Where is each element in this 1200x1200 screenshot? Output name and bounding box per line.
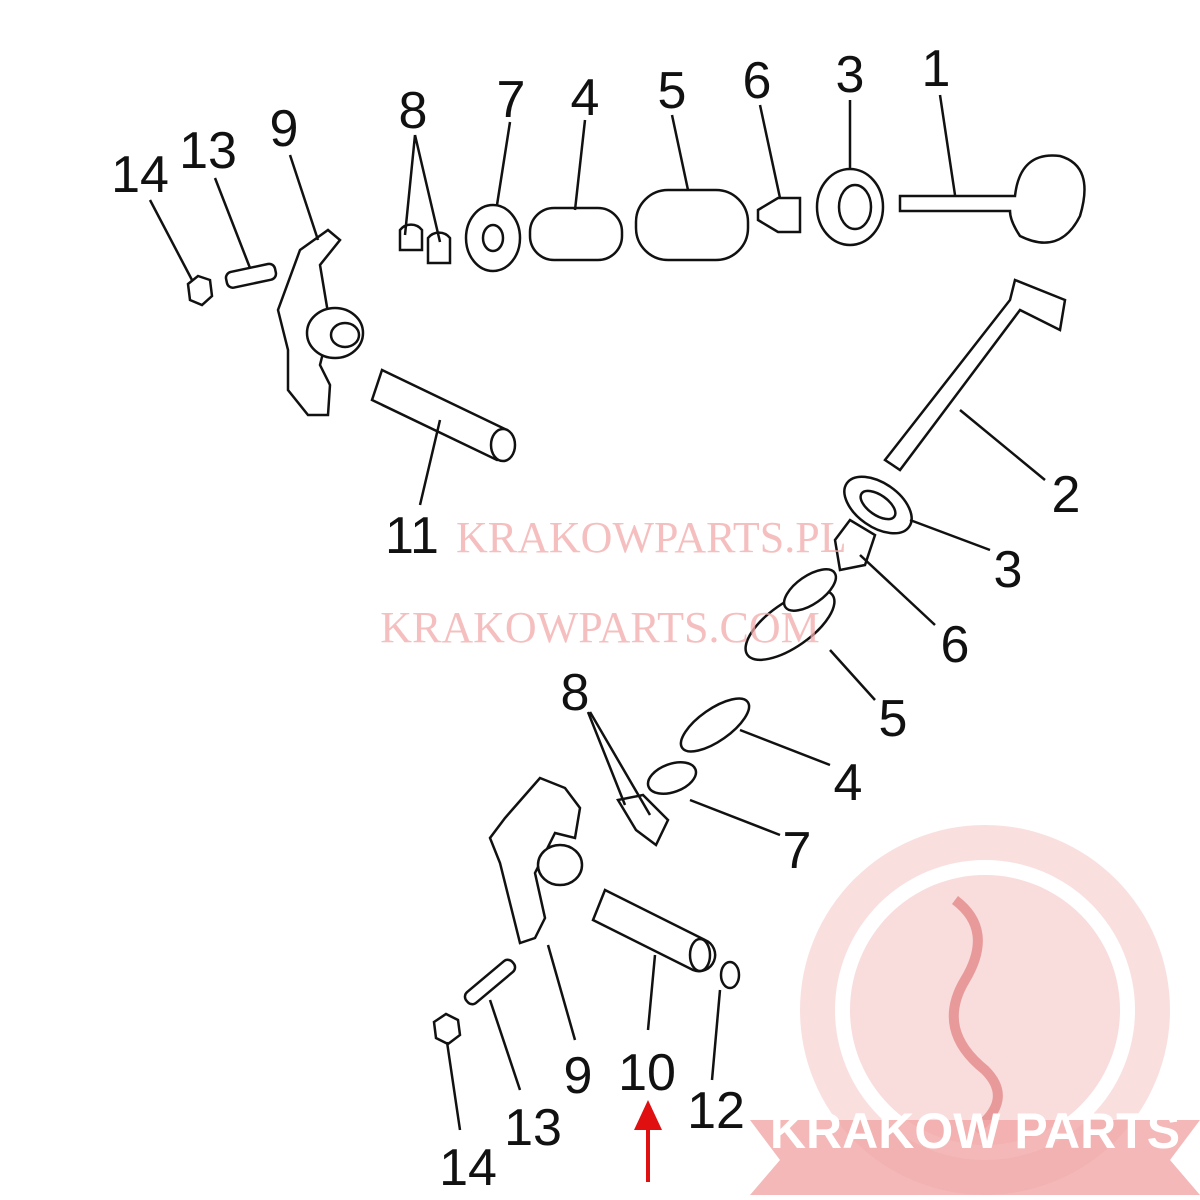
watermark-com: KRAKOWPARTS.COM <box>380 603 819 652</box>
leader-lines <box>148 94 1046 1131</box>
callout-11: 11 <box>385 507 439 565</box>
callout-8-lower: 8 <box>561 664 590 722</box>
highlight-arrow-icon <box>634 1100 662 1182</box>
callout-14-upper: 14 <box>111 146 169 204</box>
callout-3-right: 3 <box>994 541 1023 599</box>
callout-5-right: 5 <box>879 690 908 748</box>
callout-7-right: 7 <box>783 822 812 880</box>
callout-6-upper: 6 <box>743 52 772 110</box>
upper-assembly <box>186 154 1086 463</box>
callout-2: 2 <box>1052 466 1081 524</box>
callout-4-right: 4 <box>834 754 863 812</box>
callout-9-upper: 9 <box>270 100 299 158</box>
logo-text: KRAKOW PARTS <box>770 1103 1180 1159</box>
callout-12: 12 <box>687 1082 745 1140</box>
callout-7-upper: 7 <box>497 71 526 129</box>
lower-assembly <box>432 776 741 1046</box>
callout-10: 10 <box>618 1044 676 1102</box>
watermark-pl: KRAKOWPARTS.PL <box>456 513 847 562</box>
callout-5-upper: 5 <box>658 62 687 120</box>
callouts: 14 13 9 8 7 4 5 6 3 1 11 2 3 6 5 4 7 8 9… <box>111 40 1080 1197</box>
krakow-parts-logo: KRAKOW PARTS <box>750 825 1200 1195</box>
callout-4-upper: 4 <box>571 69 600 127</box>
callout-13-lower: 13 <box>504 1099 562 1157</box>
callout-1: 1 <box>922 40 951 98</box>
callout-8-upper: 8 <box>399 82 428 140</box>
callout-9-lower: 9 <box>564 1047 593 1105</box>
right-assembly <box>616 278 1067 847</box>
callout-3-upper: 3 <box>836 46 865 104</box>
callout-13-upper: 13 <box>179 122 237 180</box>
callout-14-lower: 14 <box>439 1139 497 1197</box>
callout-6-right: 6 <box>941 616 970 674</box>
